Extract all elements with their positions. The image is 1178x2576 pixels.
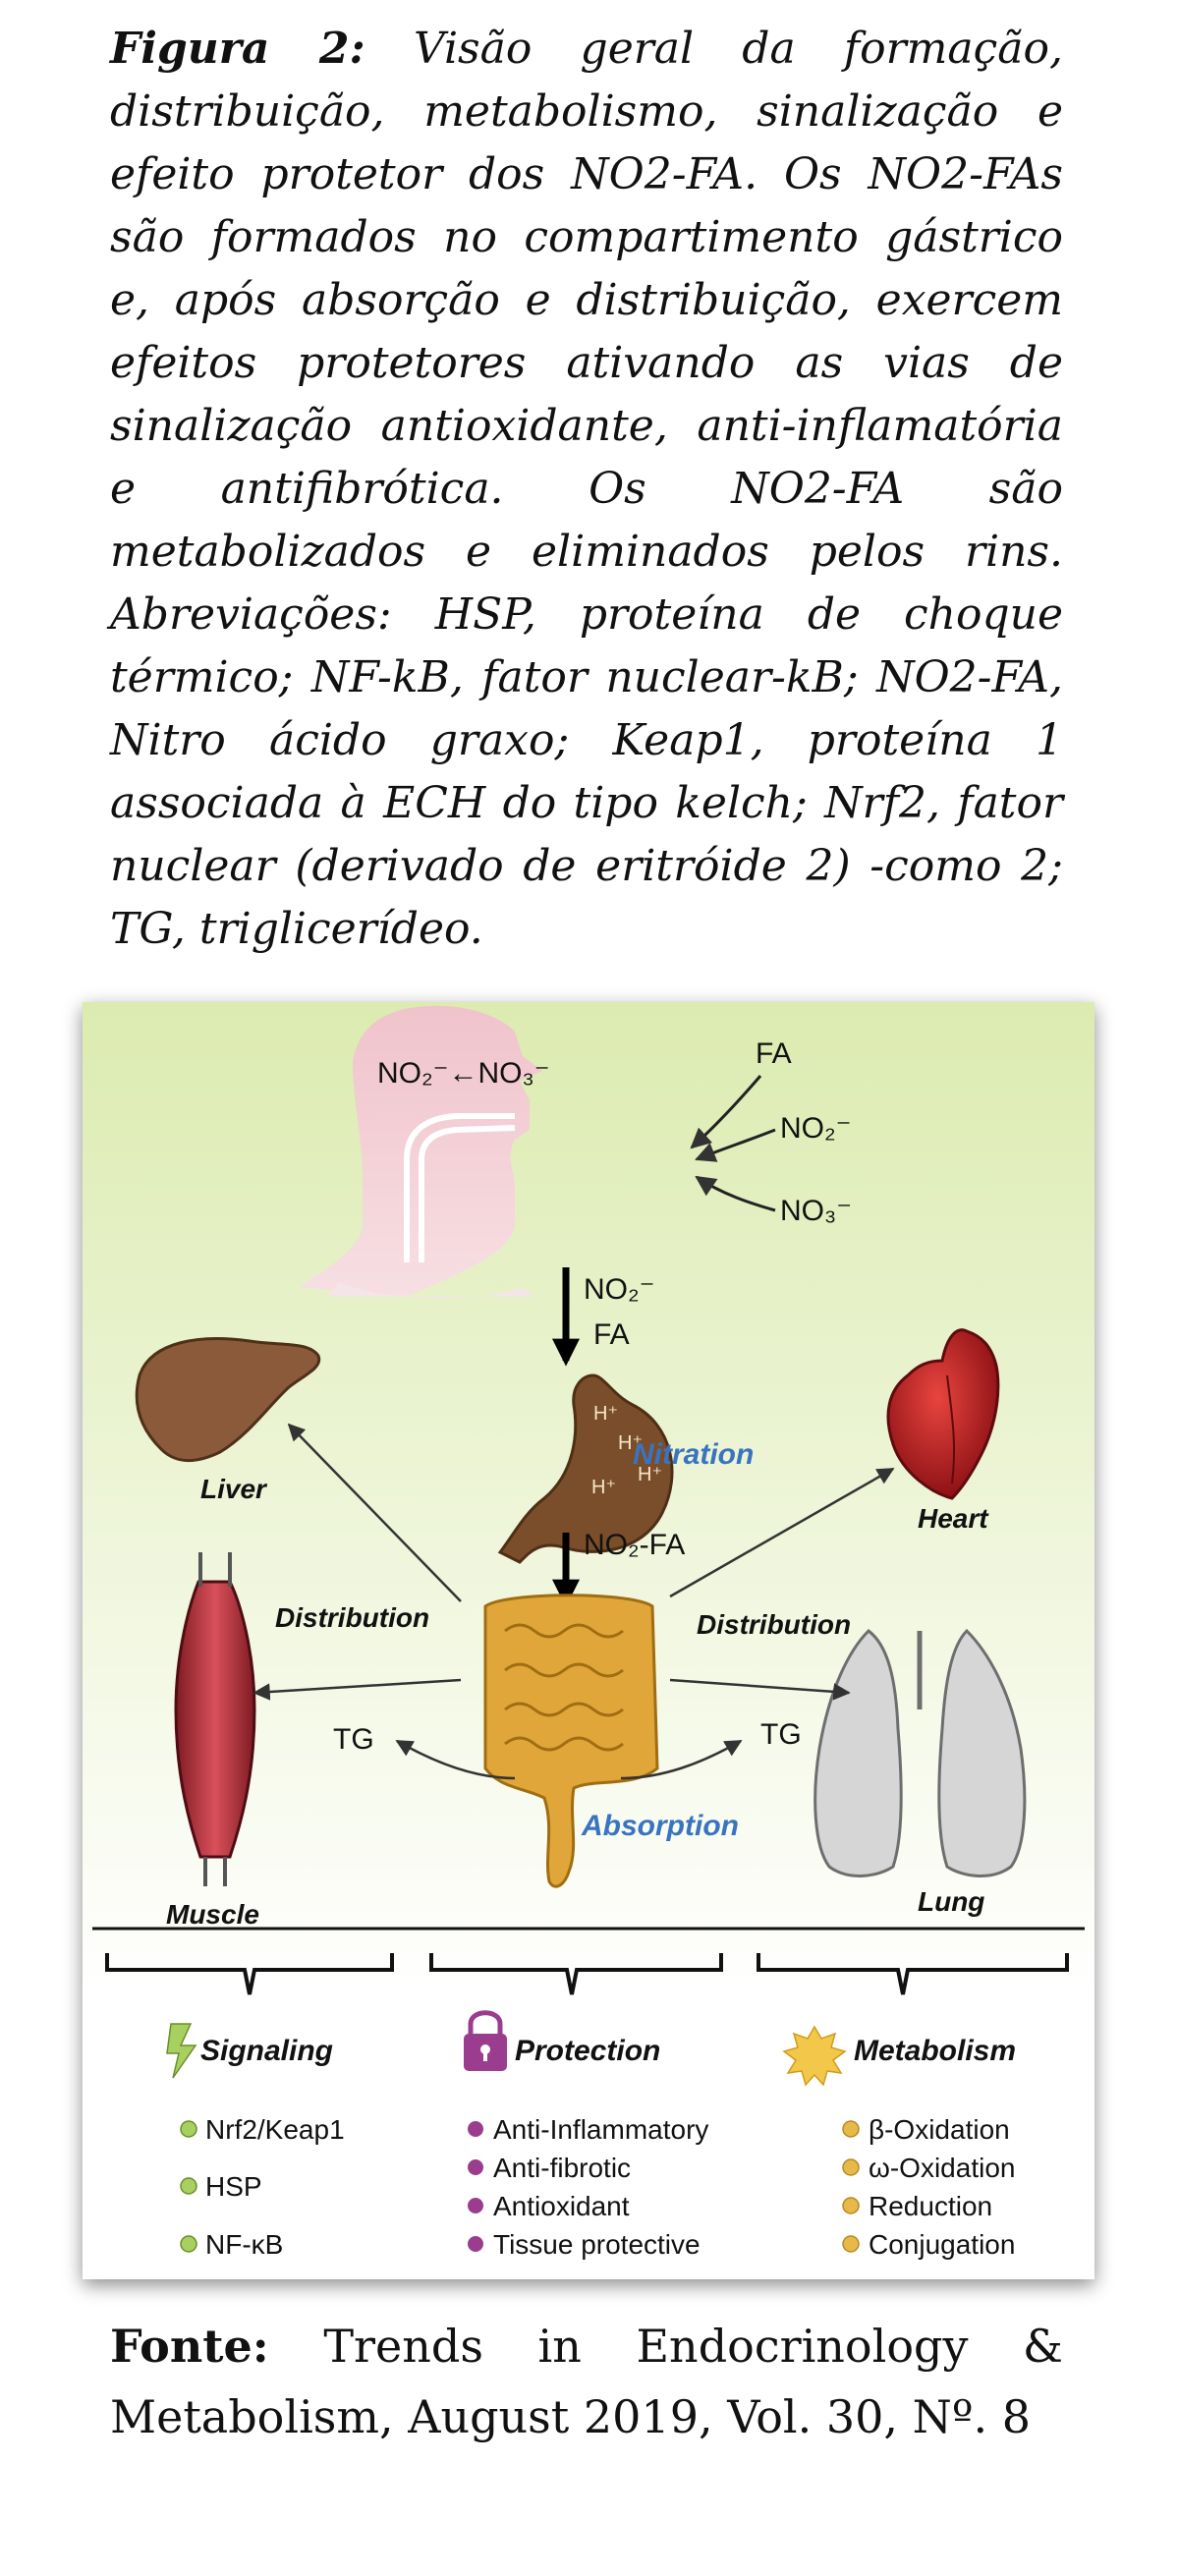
protection-bullet — [468, 2236, 483, 2252]
esophagus-no2-label: NO₂⁻ — [584, 1273, 654, 1306]
protection-bullet — [468, 2198, 483, 2213]
heart-label: Heart — [918, 1503, 989, 1534]
heart-arrow — [669, 1467, 895, 1598]
signaling-bullet — [180, 2177, 197, 2195]
distribution-left-label: Distribution — [275, 1602, 429, 1633]
protection-bullet — [468, 2121, 483, 2137]
lung-arrow — [669, 1678, 851, 1701]
protection-title: Protection — [515, 2035, 660, 2067]
intestine-organ — [483, 1594, 659, 1888]
signaling-list: Nrf2/Keap1 HSP NF-κB — [180, 2114, 345, 2260]
muscle-organ — [174, 1552, 256, 1886]
liver-label: Liver — [200, 1474, 268, 1504]
liver-organ — [135, 1337, 321, 1463]
metabolism-list: β-Oxidation ω-Oxidation Reduction Conjug… — [842, 2114, 1015, 2260]
muscle-label: Muscle — [166, 1899, 259, 1930]
liver-arrow — [287, 1423, 462, 1602]
caption-label: Figura 2: — [110, 24, 365, 74]
intake-fa-label: FA — [756, 1037, 792, 1070]
caption-text: Visão geral da formação, distribuição, m… — [110, 24, 1063, 954]
metabolism-bullet — [842, 2120, 860, 2138]
lock-icon — [464, 2010, 507, 2071]
absorption-label: Absorption — [581, 1810, 739, 1842]
metabolism-bullet — [842, 2197, 860, 2214]
metabolism-item: β-Oxidation — [869, 2114, 1010, 2145]
nitration-label: Nitration — [633, 1438, 754, 1471]
signaling-title: Signaling — [200, 2035, 333, 2067]
starburst-icon — [782, 2025, 847, 2087]
intake-no2-arrow — [695, 1128, 776, 1162]
metabolism-bullet — [842, 2235, 860, 2253]
stomach-h-label: H⁺ — [591, 1477, 616, 1498]
lightning-icon — [166, 2023, 197, 2079]
signaling-bullet — [180, 2235, 197, 2253]
diagram-figure: NO₂⁻←NO₃⁻ FA NO₂⁻ NO₃⁻ NO₂⁻ FA H⁺ H⁺ H⁺ … — [83, 1002, 1094, 2279]
protection-item: Tissue protective — [493, 2229, 701, 2260]
figure-source: Fonte: Trends in Endocrinology & Metabol… — [110, 2311, 1063, 2452]
metabolism-item: Conjugation — [869, 2229, 1015, 2260]
signaling-item: NF-κB — [205, 2229, 283, 2260]
tg-right-arrow — [620, 1739, 743, 1780]
protection-item: Anti-fibrotic — [493, 2153, 631, 2183]
diagram-svg: NO₂⁻←NO₃⁻ FA NO₂⁻ NO₃⁻ NO₂⁻ FA H⁺ H⁺ H⁺ … — [83, 1002, 1094, 2279]
heart-organ — [886, 1328, 1000, 1500]
metabolism-title: Metabolism — [854, 2035, 1016, 2067]
head-silhouette — [299, 1005, 542, 1299]
tg-left-arrow — [395, 1739, 516, 1780]
protection-list: Anti-Inflammatory Anti-fibrotic Antioxid… — [468, 2114, 708, 2260]
stomach-h-label: H⁺ — [638, 1464, 662, 1485]
source-label: Fonte: — [110, 2320, 269, 2373]
metabolism-bullet — [842, 2158, 860, 2176]
brace-signaling — [105, 1953, 394, 1995]
muscle-arrow — [252, 1678, 462, 1701]
tg-right-label: TG — [760, 1718, 802, 1751]
no2fa-label: NO₂-FA — [584, 1529, 685, 1561]
signaling-bullet — [180, 2120, 197, 2138]
tg-left-label: TG — [333, 1723, 374, 1756]
lung-label: Lung — [918, 1886, 984, 1917]
intake-no3-label: NO₃⁻ — [780, 1195, 852, 1227]
protection-item: Antioxidant — [493, 2191, 630, 2221]
stomach-h-label: H⁺ — [593, 1403, 618, 1425]
protection-item: Anti-Inflammatory — [493, 2114, 708, 2145]
brace-metabolism — [757, 1953, 1069, 1995]
metabolism-item: ω-Oxidation — [869, 2153, 1015, 2183]
signaling-item: HSP — [205, 2171, 262, 2202]
head-label: NO₂⁻←NO₃⁻ — [377, 1057, 550, 1090]
intake-no3-arrow — [695, 1175, 776, 1212]
distribution-right-label: Distribution — [697, 1609, 851, 1640]
intake-no2-label: NO₂⁻ — [780, 1112, 851, 1145]
metabolism-item: Reduction — [869, 2191, 992, 2221]
signaling-item: Nrf2/Keap1 — [205, 2114, 345, 2145]
protection-bullet — [468, 2159, 483, 2175]
figure-caption: Figura 2: Visão geral da formação, distr… — [110, 18, 1063, 961]
source-text: Trends in Endocrinology & Metabolism, Au… — [110, 2320, 1063, 2443]
intake-fa-arrow — [690, 1075, 762, 1149]
esophagus-fa-label: FA — [593, 1318, 630, 1351]
stomach-h-label: H⁺ — [618, 1432, 643, 1454]
stomach-organ — [497, 1373, 674, 1564]
brace-protection — [429, 1953, 723, 1995]
